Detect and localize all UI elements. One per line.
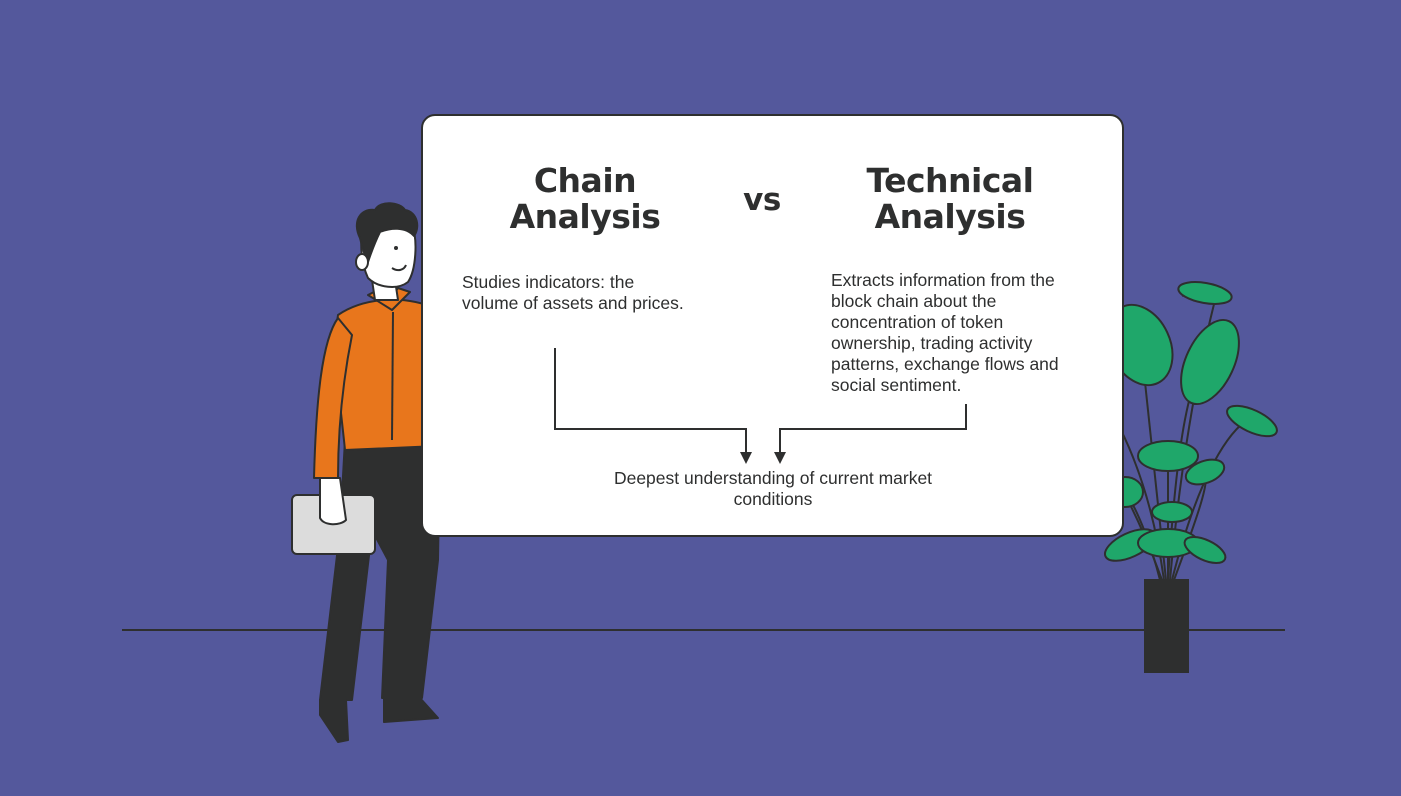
chain-analysis-line2: Analysis <box>509 197 661 236</box>
right-connector <box>779 404 967 455</box>
conclusion-text: Deepest understanding of current market … <box>613 468 933 509</box>
presenter-illustration <box>291 202 559 743</box>
chain-analysis-line1: Chain <box>533 161 637 200</box>
plant-pot <box>1144 579 1189 673</box>
vs-label: vs <box>743 182 781 218</box>
chain-analysis-description: Studies indicators: the volume of assets… <box>462 272 684 313</box>
whiteboard <box>421 114 1124 537</box>
chain-analysis-heading: Chain Analysis <box>470 163 700 235</box>
technical-analysis-description: Extracts information from the block chai… <box>831 270 1059 395</box>
left-arrowhead <box>740 452 752 464</box>
technical-analysis-heading: Technical Analysis <box>830 163 1070 235</box>
left-connector <box>554 348 747 455</box>
technical-analysis-line2: Analysis <box>874 197 1026 236</box>
technical-analysis-line1: Technical <box>866 161 1034 200</box>
right-arrowhead <box>774 452 786 464</box>
